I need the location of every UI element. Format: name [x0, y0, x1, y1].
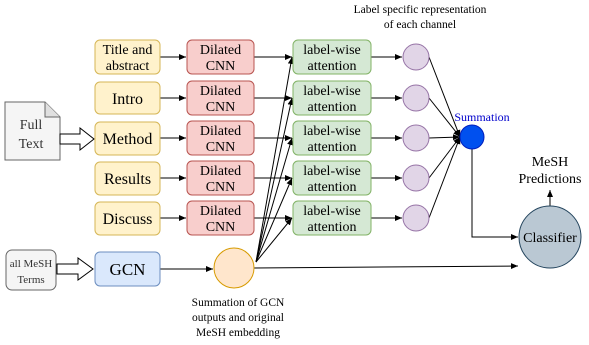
edge-node-to-summation-5 — [428, 136, 461, 219]
cnn-label-line2: CNN — [206, 140, 236, 155]
attention-label-line1: label-wise — [303, 164, 361, 179]
gcn-caption-line2: outputs and original — [192, 312, 284, 324]
cnn-label-line2: CNN — [206, 220, 236, 235]
section-label-line1: Title and — [103, 43, 153, 58]
label-wise-attention-3: label-wise attention — [292, 120, 372, 156]
edges — [160, 54, 553, 272]
attention-label-line2: attention — [308, 59, 357, 74]
channel-node-4 — [402, 164, 430, 192]
mesh-terms-line2: Terms — [17, 274, 44, 286]
summation-node — [459, 124, 485, 150]
mesh-terms-box: all MeSH Terms — [5, 249, 57, 291]
dilated-cnn-4: Dilated CNN — [186, 160, 255, 196]
attention-label-line2: attention — [308, 220, 357, 235]
edge-gcn-sum-to-attention-4 — [255, 177, 293, 263]
section-label: Intro — [112, 91, 143, 108]
edge-node-to-summation-1 — [428, 56, 461, 138]
document-arrow — [59, 126, 95, 152]
full-text-document: Full Text — [4, 101, 61, 161]
gcn-caption-line3: MeSH embedding — [196, 327, 280, 339]
section-title-abstract: Title and abstract — [94, 39, 161, 75]
cnn-label-line2: CNN — [206, 180, 236, 195]
channel-node-2 — [402, 84, 430, 112]
section-label: Method — [103, 131, 153, 148]
channel-node-3 — [402, 124, 430, 152]
cnn-label-line1: Dilated — [200, 204, 241, 219]
attention-label-line1: label-wise — [303, 84, 361, 99]
edge-summation-to-classifier — [471, 149, 518, 240]
section-discuss: Discuss — [94, 201, 161, 236]
label-wise-attention-4: label-wise attention — [292, 160, 372, 196]
cnn-label-line1: Dilated — [200, 43, 241, 58]
edge-node-to-summation-2 — [428, 97, 461, 138]
edge-gcn-sum-to-attention-2 — [255, 97, 294, 263]
channel-node-5 — [402, 204, 430, 232]
classifier-label: Classifier — [523, 231, 577, 246]
attention-label-line1: label-wise — [303, 43, 361, 58]
cnn-label-line1: Dilated — [200, 164, 241, 179]
dilated-cnn-5: Dilated CNN — [186, 200, 255, 236]
edge-node-to-summation-3 — [428, 134, 461, 141]
edge-gcn-sum-to-attention-5 — [255, 217, 293, 263]
dilated-cnn-1: Dilated CNN — [186, 39, 255, 75]
summation-label: Summation — [454, 110, 509, 124]
channel-node-1 — [402, 43, 430, 71]
cnn-label-line1: Dilated — [200, 84, 241, 99]
attention-label-line2: attention — [308, 180, 357, 195]
edge-gcn-sum-to-classifier — [253, 263, 519, 270]
gcn-box: GCN — [94, 251, 161, 287]
dilated-cnn-2: Dilated CNN — [186, 80, 255, 116]
attention-label-line1: label-wise — [303, 204, 361, 219]
attention-label-line1: label-wise — [303, 124, 361, 139]
section-method: Method — [94, 121, 161, 156]
attention-label-line2: attention — [308, 100, 357, 115]
label-wise-attention-1: label-wise attention — [292, 39, 372, 75]
label-wise-attention-2: label-wise attention — [292, 80, 372, 116]
classifier-node — [518, 205, 582, 269]
edge-gcn-sum-to-attention-1 — [255, 56, 294, 263]
section-label: Results — [104, 171, 151, 188]
full-text-line1: Full — [20, 118, 43, 133]
top-caption-line2: of each channel — [384, 19, 456, 31]
top-caption-line1: Label specific representation — [354, 4, 487, 16]
dilated-cnn-3: Dilated CNN — [186, 120, 255, 156]
edge-node-to-summation-4 — [428, 136, 461, 179]
cnn-label-line2: CNN — [206, 59, 236, 74]
gcn-summation-node — [213, 247, 255, 289]
section-label-line2: abstract — [106, 59, 150, 74]
cnn-label-line1: Dilated — [200, 124, 241, 139]
section-label: Discuss — [103, 211, 153, 228]
predictions-line2: Predictions — [519, 172, 582, 187]
gcn-caption-line1: Summation of GCN — [192, 297, 285, 309]
mesh-arrow — [56, 257, 94, 281]
cnn-label-line2: CNN — [206, 100, 236, 115]
section-intro: Intro — [94, 81, 161, 115]
section-results: Results — [94, 161, 161, 196]
edge-gcn-sum-to-attention-3 — [255, 137, 293, 263]
predictions-line1: MeSH — [532, 155, 569, 170]
label-wise-attention-5: label-wise attention — [292, 200, 372, 236]
gcn-label: GCN — [110, 260, 146, 279]
mesh-terms-line1: all MeSH — [10, 258, 53, 270]
full-text-line2: Text — [19, 137, 44, 152]
attention-label-line2: attention — [308, 140, 357, 155]
